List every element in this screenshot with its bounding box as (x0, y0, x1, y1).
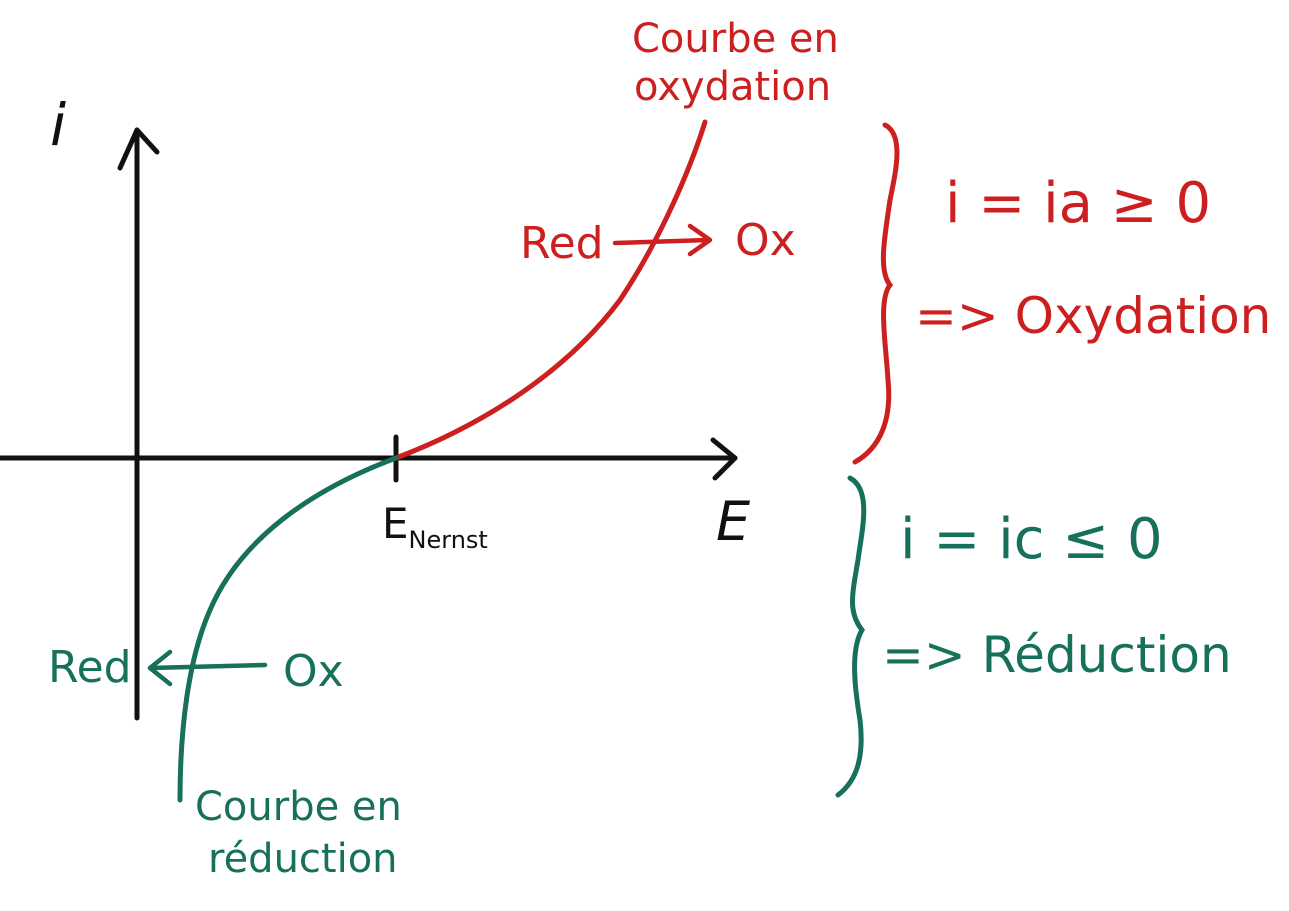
reduction-brace (835, 475, 867, 798)
nernst-label-sub: Nernst (409, 526, 488, 554)
reduction-curve-label-line1: Courbe en (195, 784, 402, 830)
oxidation-reaction-to: Ox (735, 215, 796, 266)
oxidation-reaction-arrow (612, 223, 713, 257)
reduction-reaction-arrow (147, 649, 268, 687)
nernst-label-main: E (382, 499, 409, 548)
oxidation-reaction-from: Red (520, 218, 604, 269)
oxidation-curve-label-line1: Courbe en (632, 16, 839, 62)
y-axis-arrowhead (117, 127, 160, 171)
oxidation-brace (852, 122, 900, 465)
x-axis-arrowhead (710, 437, 738, 481)
reduction-curve (177, 455, 399, 803)
reduction-reaction-from: Ox (283, 646, 344, 697)
axes (0, 127, 738, 721)
reduction-conclusion: => Réduction (882, 626, 1232, 684)
y-axis-label: i (50, 91, 66, 159)
reduction-reaction-to: Red (48, 642, 132, 693)
nernst-label: ENernst (382, 499, 488, 554)
oxidation-conclusion: => Oxydation (915, 287, 1271, 345)
oxidation-curve (393, 119, 708, 461)
oxidation-curve-label-line2: oxydation (634, 64, 831, 110)
reduction-curve-label-line2: réduction (208, 836, 398, 882)
reduction-condition: i = ic ≤ 0 (900, 507, 1163, 572)
x-axis-label: E (716, 490, 751, 553)
oxidation-condition: i = ia ≥ 0 (945, 171, 1211, 236)
